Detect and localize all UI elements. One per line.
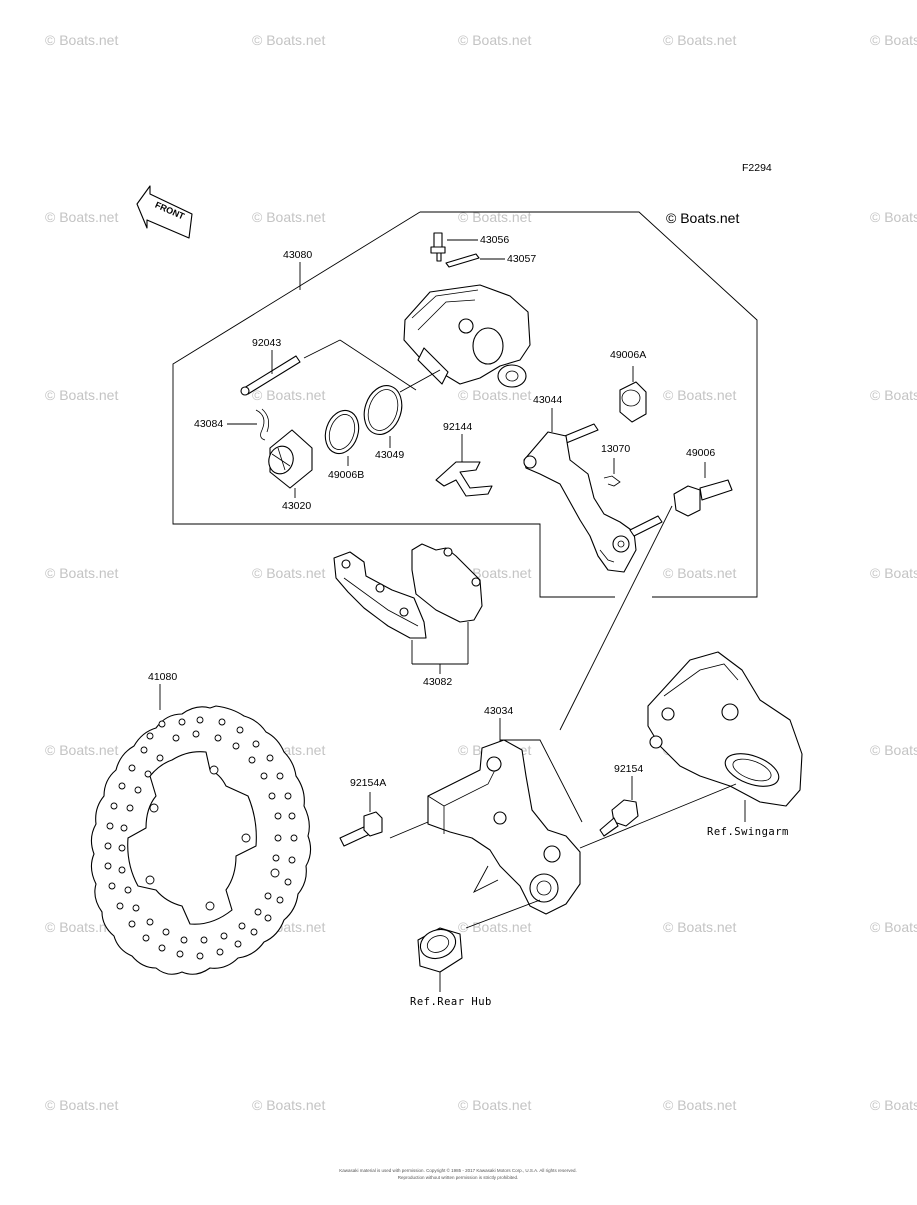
- watermark: © Boats.net: [663, 565, 736, 581]
- figure-code: F2294: [742, 162, 772, 174]
- holder-clip-icon: [604, 476, 620, 486]
- watermark: © Boats.net: [663, 387, 736, 403]
- bleeder-valve-icon: [431, 233, 445, 261]
- part-number-43082: 43082: [423, 676, 452, 688]
- part-number-43049: 43049: [375, 449, 404, 461]
- part-number-49006: 49006: [686, 447, 715, 459]
- part-number-49006A: 49006A: [610, 349, 646, 361]
- caliper-body-icon: [404, 285, 530, 387]
- swingarm-ref-icon: [648, 652, 802, 806]
- piston-seal-icon: [358, 381, 408, 440]
- watermark: © Boats.net: [870, 742, 917, 758]
- watermark: © Boats.net: [870, 387, 917, 403]
- watermark: © Boats.net: [252, 32, 325, 48]
- part-number-49006B: 49006B: [328, 469, 364, 481]
- bracket-bolt-icon: [600, 800, 638, 836]
- caliper-holder-icon: [524, 424, 662, 572]
- watermark: © Boats.net: [663, 32, 736, 48]
- part-number-13070: 13070: [601, 443, 630, 455]
- part-number-41080: 41080: [148, 671, 177, 683]
- part-number-92043: 92043: [252, 337, 281, 349]
- ref-rear-hub: Ref.Rear Hub: [410, 996, 492, 1008]
- watermark: © Boats.net: [45, 387, 118, 403]
- watermark: © Boats.net: [45, 565, 118, 581]
- caliper-assembly-outline-right: [420, 212, 757, 597]
- watermark: © Boats.net: [458, 32, 531, 48]
- watermark: © Boats.net: [45, 1097, 118, 1113]
- watermark: © Boats.net: [458, 209, 531, 225]
- caliper-bracket-icon: [428, 712, 580, 914]
- holder-boot-icon: [674, 480, 732, 516]
- bleeder-cap-icon: [446, 254, 479, 267]
- part-number-92144: 92144: [443, 421, 472, 433]
- watermark: © Boats.net: [252, 565, 325, 581]
- part-number-43080: 43080: [283, 249, 312, 261]
- ref-swingarm: Ref.Swingarm: [707, 826, 789, 838]
- brake-pads-icon: [334, 544, 482, 638]
- footer-line-2: Reproduction without written permission …: [398, 1175, 519, 1180]
- part-number-92154: 92154: [614, 763, 643, 775]
- watermark: © Boats.net: [663, 919, 736, 935]
- watermark: © Boats.net: [870, 209, 917, 225]
- watermark: © Boats.net: [870, 1097, 917, 1113]
- part-number-43057: 43057: [507, 253, 536, 265]
- front-arrow-icon: FRONT: [137, 186, 192, 238]
- pad-spring-icon: [436, 462, 492, 496]
- watermark: © Boats.net: [870, 565, 917, 581]
- copyright-label: © Boats.net: [666, 210, 739, 226]
- watermark: © Boats.net: [45, 209, 118, 225]
- watermark: © Boats.net: [45, 742, 118, 758]
- watermark: © Boats.net: [45, 32, 118, 48]
- part-number-43020: 43020: [282, 500, 311, 512]
- watermark: © Boats.net: [663, 1097, 736, 1113]
- retaining-clip-icon: [256, 409, 269, 440]
- watermark: © Boats.net: [252, 1097, 325, 1113]
- rubber-boot-icon: [620, 382, 646, 422]
- rear-hub-collar-icon: [416, 925, 462, 972]
- dust-seal-icon: [320, 406, 364, 458]
- watermark: © Boats.net: [252, 387, 325, 403]
- part-number-43044: 43044: [533, 394, 562, 406]
- part-number-92154A: 92154A: [350, 777, 386, 789]
- caliper-piston-icon: [265, 430, 312, 488]
- part-number-43056: 43056: [480, 234, 509, 246]
- watermark: © Boats.net: [458, 387, 531, 403]
- disc-bolt-icon: [340, 812, 382, 846]
- watermark: © Boats.net: [458, 1097, 531, 1113]
- part-number-43084: 43084: [194, 418, 223, 430]
- part-number-43034: 43034: [484, 705, 513, 717]
- footer-line-1: Kawasaki material is used with permissio…: [339, 1167, 576, 1173]
- watermark: © Boats.net: [252, 209, 325, 225]
- watermark: © Boats.net: [870, 32, 917, 48]
- watermark: © Boats.net: [870, 919, 917, 935]
